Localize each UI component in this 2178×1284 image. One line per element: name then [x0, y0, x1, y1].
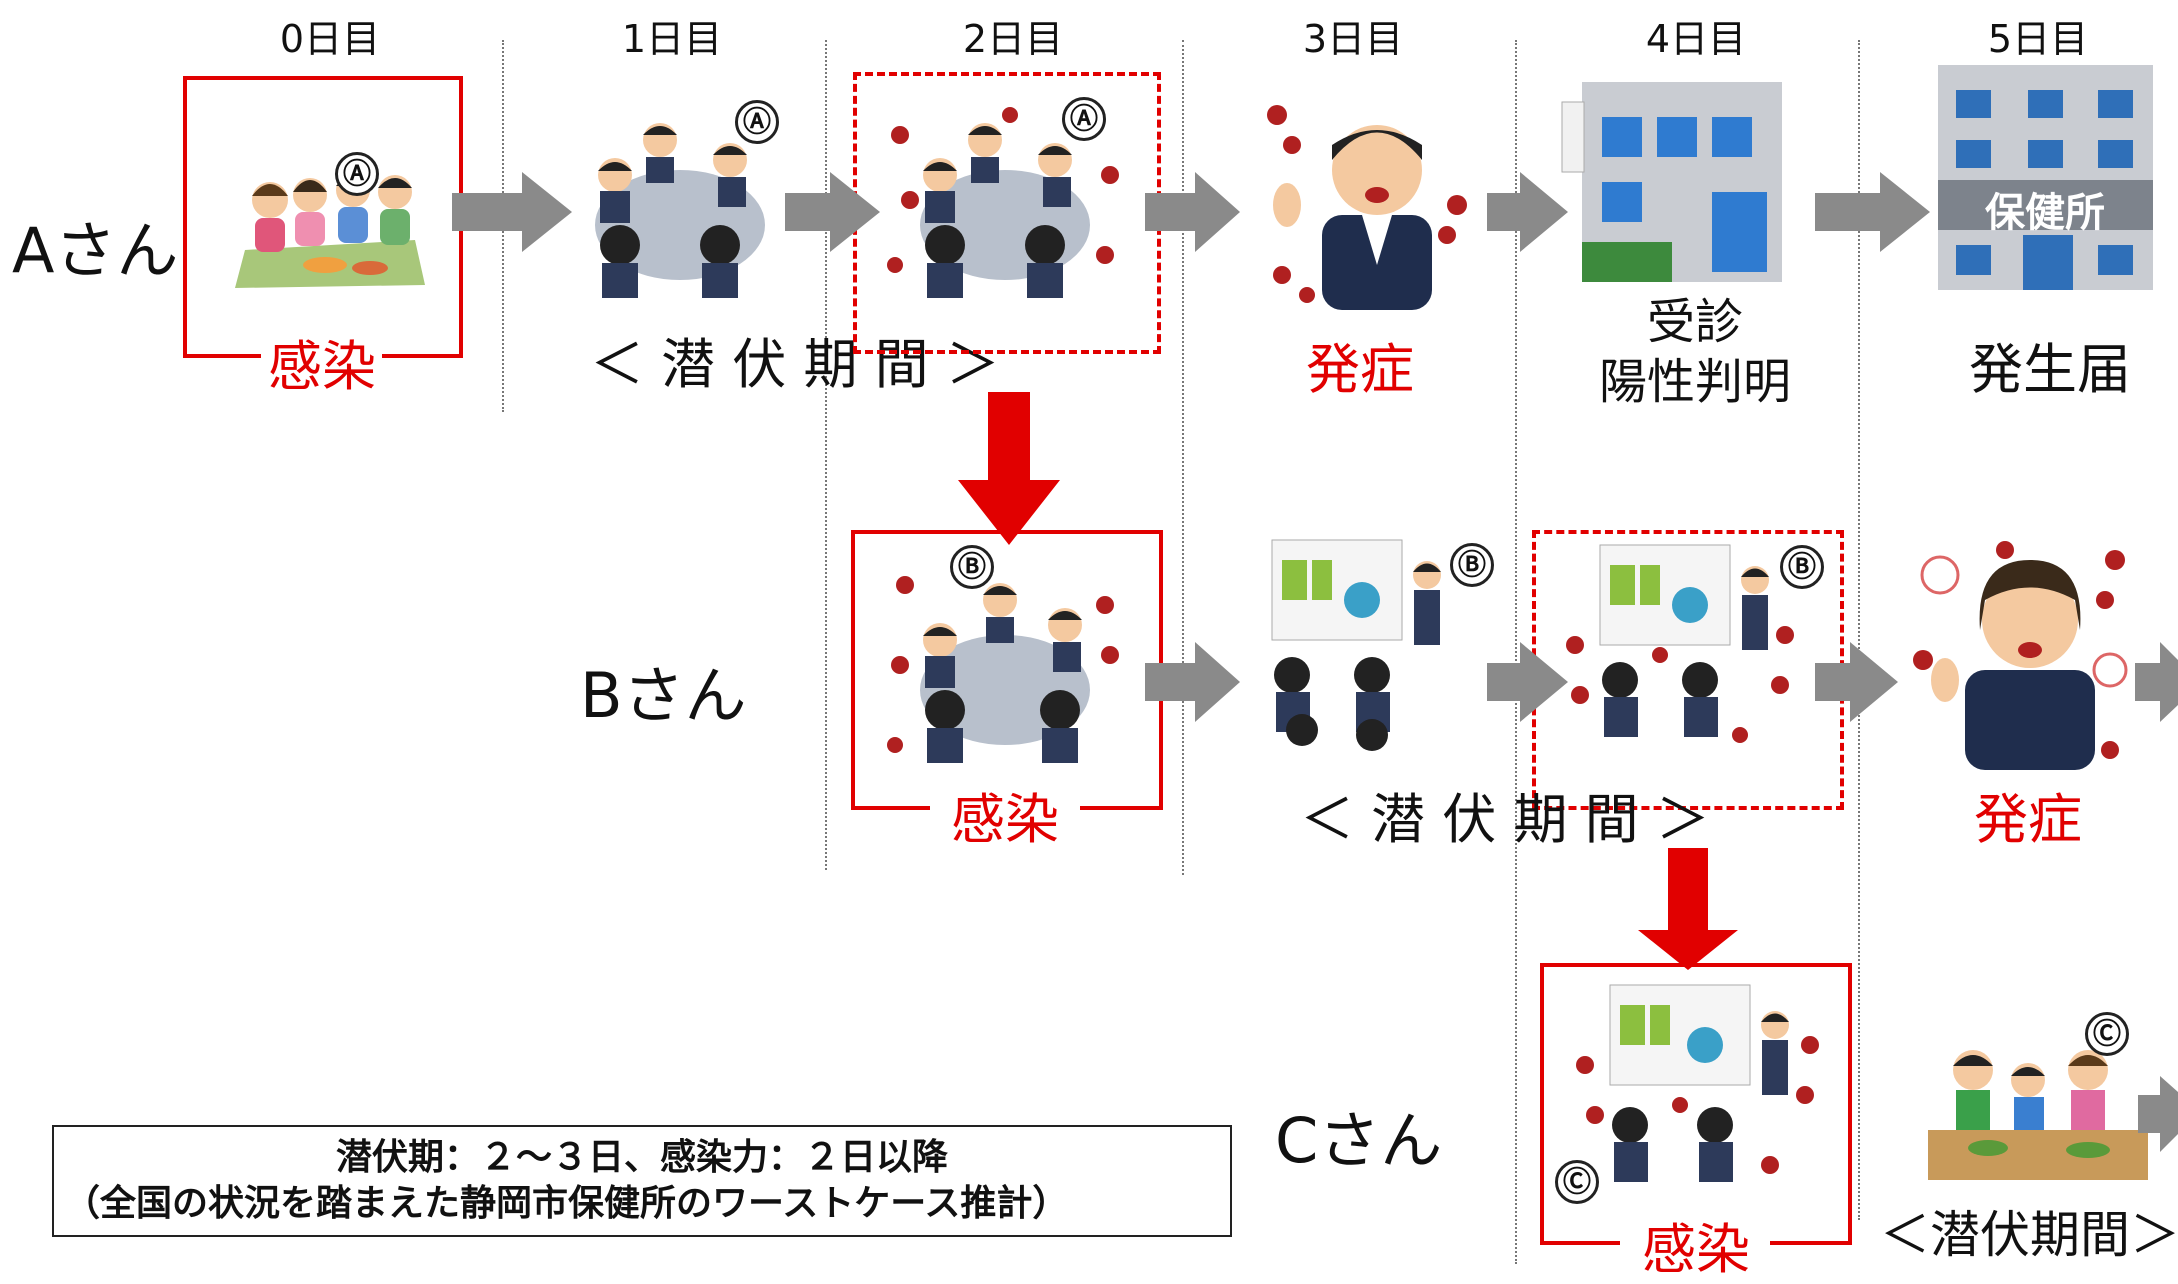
- latent-period-label-c: ＜潜伏期間＞: [1880, 1206, 2178, 1264]
- day-header-2: 2日目: [962, 17, 1064, 61]
- assumption-note-box: 潜伏期：２～３日、感染力：２日以降 （全国の状況を踏まえた静岡市保健所のワースト…: [52, 1125, 1232, 1237]
- health-center-building-illustration: [1938, 65, 2153, 290]
- sick-man-illustration: [1262, 85, 1472, 310]
- day-divider: [1515, 40, 1517, 1264]
- marker-a: Ⓐ: [335, 152, 379, 196]
- flow-arrow-right-cut: [2135, 642, 2178, 722]
- day-divider: [825, 40, 827, 870]
- flow-arrow-right: [785, 172, 880, 252]
- note-line-1: 潜伏期：２～３日、感染力：２日以降: [335, 1137, 948, 1178]
- flow-arrow-right-cut: [2138, 1076, 2178, 1152]
- flow-arrow-right: [1815, 172, 1930, 252]
- transmission-arrow-down: [958, 392, 1060, 545]
- day-divider: [1182, 40, 1184, 875]
- presentation-scene-illustration: [1262, 539, 1462, 755]
- meeting-scene-illustration: [580, 105, 780, 300]
- flow-arrow-right: [1145, 642, 1240, 722]
- meeting-scene-infection-illustration: [880, 555, 1130, 765]
- marker-c: Ⓒ: [2085, 1012, 2129, 1056]
- marker-b: Ⓑ: [950, 545, 994, 589]
- day-header-5: 5日目: [1987, 17, 2089, 61]
- presentation-scene-infection-illustration: [1570, 984, 1830, 1200]
- flow-arrow-right: [1487, 172, 1568, 252]
- onset-label-a: 発症: [1306, 338, 1414, 401]
- person-label-a: Aさん: [12, 214, 179, 287]
- marker-c: Ⓒ: [1555, 1160, 1599, 1204]
- box-label-gap: [930, 800, 1080, 814]
- health-center-sign: 保健所: [1985, 190, 2105, 236]
- meeting-scene-infectious-illustration: [880, 105, 1130, 300]
- infection-label-a: 感染: [268, 335, 376, 398]
- day-header-0: 0日目: [279, 17, 381, 61]
- flow-arrow-right: [1145, 172, 1240, 252]
- latent-period-label-b: ＜ 潜 伏 期 間 ＞: [1300, 788, 1710, 851]
- family-meal-illustration: [1928, 1030, 2148, 1180]
- transmission-arrow-down: [1638, 848, 1738, 970]
- latent-period-label-a: ＜ 潜 伏 期 間 ＞: [590, 333, 1000, 396]
- consult-label-line2: 陽性判明: [1598, 354, 1791, 410]
- flow-arrow-right: [452, 172, 572, 252]
- marker-b: Ⓑ: [1780, 545, 1824, 589]
- sick-woman-illustration: [1905, 520, 2145, 770]
- presentation-scene-infectious-illustration: [1560, 544, 1800, 755]
- notification-label: 発生届: [1969, 338, 2131, 401]
- flow-arrow-right: [1815, 642, 1898, 722]
- consult-label-line1: 受診: [1646, 294, 1743, 350]
- day-header-1: 1日目: [621, 17, 723, 61]
- marker-a: Ⓐ: [735, 100, 779, 144]
- flow-arrow-right: [1487, 642, 1568, 722]
- box-label-gap: [1620, 1236, 1770, 1250]
- infection-label-b: 感染: [951, 788, 1059, 851]
- day-header-3: 3日目: [1302, 17, 1404, 61]
- marker-a: Ⓐ: [1062, 97, 1106, 141]
- box-bottom-left: [183, 354, 261, 358]
- hospital-building-illustration: [1561, 72, 1792, 282]
- person-label-b: Bさん: [580, 659, 747, 732]
- marker-b: Ⓑ: [1450, 543, 1494, 587]
- onset-label-b: 発症: [1974, 788, 2082, 851]
- person-label-c: Cさん: [1275, 1104, 1443, 1177]
- box-bottom-right: [382, 354, 463, 358]
- day-header-4: 4日目: [1645, 17, 1747, 61]
- note-line-2: （全国の状況を踏まえた静岡市保健所のワーストケース推計）: [64, 1183, 1069, 1224]
- day-divider: [1858, 40, 1860, 1220]
